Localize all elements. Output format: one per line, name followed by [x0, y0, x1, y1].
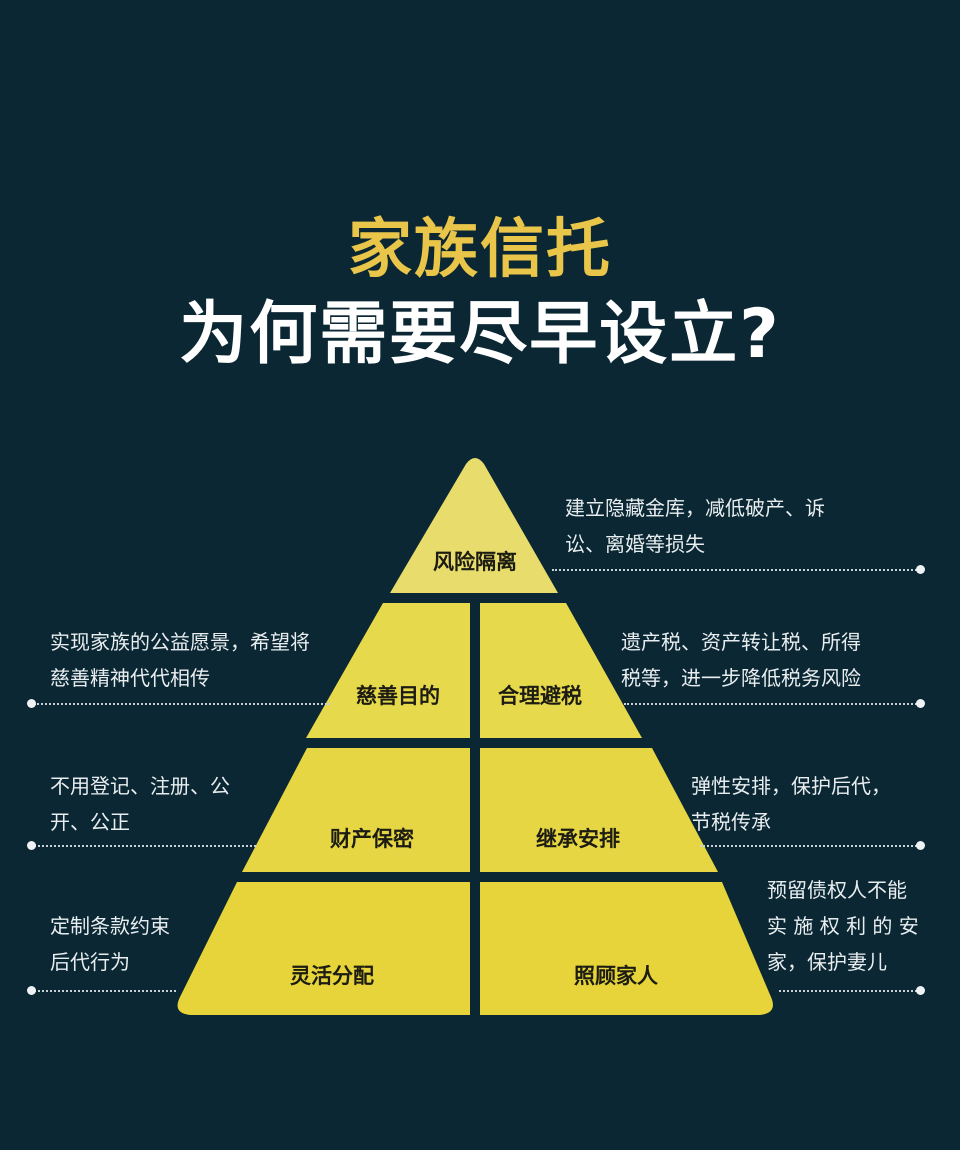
desc-charity: 实现家族的公益愿景，希望将 慈善精神代代相传 [50, 624, 310, 696]
dotted-connector [779, 990, 917, 992]
desc-family-care: 预留债权人不能 实 施 权 利 的 安 家，保护妻儿 [767, 872, 919, 980]
desc-line: 弹性安排，保护后代， [691, 774, 891, 798]
pyramid-tier-4-left-block [177, 882, 471, 1015]
desc-line: 开、公正 [50, 810, 130, 834]
pyramid-tier-4-right-block [480, 882, 773, 1015]
desc-inheritance: 弹性安排，保护后代， 节税传承 [691, 768, 891, 840]
desc-line: 实 施 权 利 的 安 [767, 914, 919, 938]
desc-line: 不用登记、注册、公 [50, 774, 230, 798]
dotted-connector [34, 703, 330, 705]
connector-endpoint-dot [916, 841, 925, 850]
desc-risk-isolation: 建立隐藏金库，减低破产、诉 讼、离婚等损失 [565, 490, 825, 562]
dotted-connector [34, 990, 176, 992]
title-line-1: 家族信托 [348, 213, 612, 287]
connector-endpoint-dot [27, 699, 36, 708]
pyramid-tier-2-left-block [306, 603, 470, 738]
desc-line: 实现家族的公益愿景，希望将 [50, 630, 310, 654]
desc-line: 建立隐藏金库，减低破产、诉 [565, 496, 825, 520]
desc-line: 慈善精神代代相传 [50, 666, 210, 690]
tier-label-flexible-distribution: 灵活分配 [290, 964, 374, 988]
desc-privacy: 不用登记、注册、公 开、公正 [50, 768, 230, 840]
desc-line: 家，保护妻儿 [767, 950, 887, 974]
pyramid-tier-3-right-block [480, 748, 718, 872]
dotted-connector [34, 845, 256, 847]
tier-label-tax-planning: 合理避税 [498, 684, 582, 708]
desc-flexible-distribution: 定制条款约束 后代行为 [50, 908, 170, 980]
desc-tax-planning: 遗产税、资产转让税、所得 税等，进一步降低税务风险 [621, 624, 861, 696]
tier-label-privacy: 财产保密 [330, 827, 414, 851]
dotted-connector [700, 845, 917, 847]
tier-label-inheritance: 继承安排 [536, 827, 620, 851]
desc-line: 讼、离婚等损失 [565, 532, 705, 556]
dotted-connector [552, 569, 917, 571]
desc-line: 遗产税、资产转让税、所得 [621, 630, 861, 654]
tier-label-charity: 慈善目的 [356, 684, 440, 708]
connector-endpoint-dot [27, 841, 36, 850]
pyramid-tier-3-left-block [242, 748, 470, 872]
dotted-connector [624, 703, 917, 705]
tier-label-family-care: 照顾家人 [574, 964, 658, 988]
desc-line: 税等，进一步降低税务风险 [621, 666, 861, 690]
pyramid-tier-1-block [390, 458, 558, 593]
pyramid-tier-2-right-block [480, 603, 642, 738]
desc-line: 定制条款约束 [50, 914, 170, 938]
connector-endpoint-dot [916, 699, 925, 708]
desc-line: 后代行为 [50, 950, 130, 974]
title-line-2: 为何需要尽早设立? [179, 295, 781, 374]
desc-line: 预留债权人不能 [767, 878, 907, 902]
desc-line: 节税传承 [691, 810, 771, 834]
connector-endpoint-dot [916, 986, 925, 995]
connector-endpoint-dot [916, 565, 925, 574]
connector-endpoint-dot [27, 986, 36, 995]
tier-label-risk-isolation: 风险隔离 [433, 550, 517, 574]
